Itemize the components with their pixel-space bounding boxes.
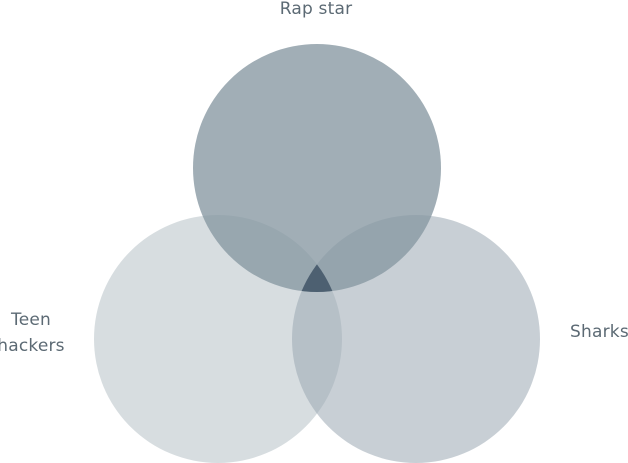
circle-rap-star [193,44,441,292]
set-label-rap-star: Rap star [279,0,353,19]
set-label-sharks: Sharks [570,322,628,342]
set-label-teen-hackers: Teen hackers [0,310,65,356]
